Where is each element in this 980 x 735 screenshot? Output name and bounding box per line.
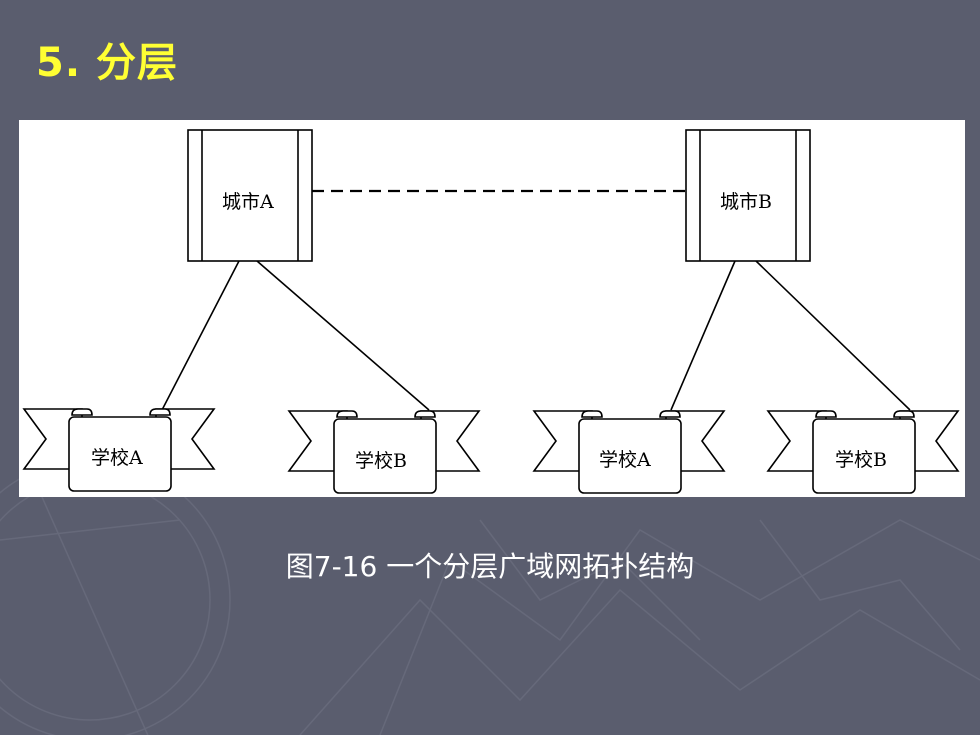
- school-label-3: 学校A: [599, 449, 651, 471]
- school-node-2: [287, 410, 481, 494]
- figure-caption: 图7-16 一个分层广域网拓扑结构: [285, 550, 695, 583]
- city-node-b: [685, 129, 811, 262]
- school-node-4: [766, 410, 960, 494]
- slide-title: 5. 分层: [36, 40, 178, 86]
- school-label-2: 学校B: [355, 450, 407, 472]
- city-label-b: 城市B: [720, 191, 772, 213]
- link-cityB-schoolA: [670, 260, 736, 411]
- school-node-3: [532, 410, 726, 494]
- school-label-1: 学校A: [91, 447, 143, 469]
- topology-diagram: 城市A 城市B 学校A 学校B: [19, 120, 965, 497]
- school-label-4: 学校B: [835, 449, 887, 471]
- link-cityA-schoolA: [161, 260, 240, 411]
- city-node-a: [187, 129, 313, 262]
- link-cityB-schoolB: [755, 260, 911, 411]
- school-node-1: [22, 408, 216, 492]
- city-label-a: 城市A: [222, 191, 274, 213]
- link-cityA-schoolB: [256, 260, 430, 411]
